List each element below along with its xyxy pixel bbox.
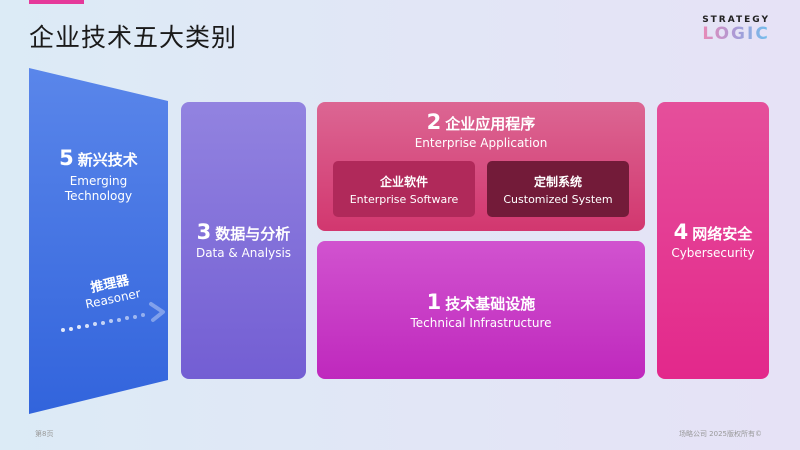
logo-top-text: STRATEGY: [702, 15, 770, 25]
security-subtitle: Cybersecurity: [671, 246, 755, 260]
enterprise-software-subtitle: Enterprise Software: [349, 192, 459, 206]
data-subtitle: Data & Analysis: [195, 246, 292, 260]
subcategory-customized-system: 定制系统 Customized System: [487, 161, 629, 217]
dotted-arrow-icon: [61, 302, 165, 332]
logo: STRATEGY LOGIC: [702, 15, 770, 43]
customized-system-title: 定制系统: [533, 174, 582, 189]
accent-bar: [29, 0, 84, 4]
enterprise-software-title: 企业软件: [379, 174, 428, 189]
logo-bottom-text: LOGIC: [702, 24, 770, 44]
page-title: 企业技术五大类别: [29, 23, 238, 52]
copyright: 场略公司 2025版权所有©: [678, 430, 762, 438]
page-number: 第8页: [35, 430, 54, 438]
customized-system-subtitle: Customized System: [503, 192, 613, 206]
emerging-subtitle-line1: Emerging: [69, 174, 128, 188]
emerging-subtitle-line2: Technology: [64, 189, 133, 203]
application-subtitle: Enterprise Application: [414, 136, 548, 150]
subcategory-enterprise-software: 企业软件 Enterprise Software: [333, 161, 475, 217]
emerging-trapezoid-shape: [29, 68, 168, 414]
reasoner-label: 推理器 Reasoner: [68, 265, 153, 314]
infrastructure-subtitle: Technical Infrastructure: [410, 315, 552, 330]
